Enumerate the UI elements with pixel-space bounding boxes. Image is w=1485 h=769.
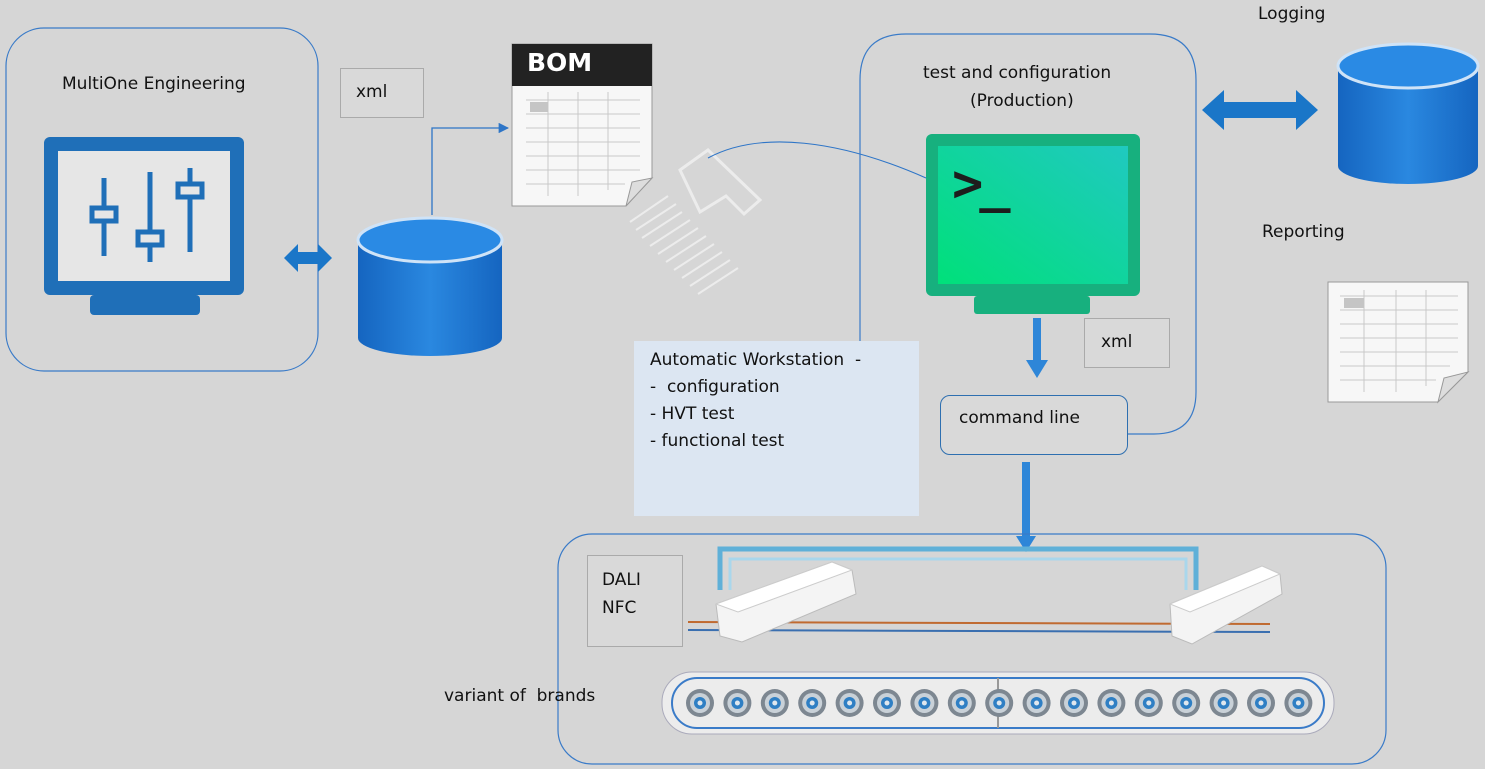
conveyor-roller-icon [760, 689, 789, 717]
conveyor-roller-icon [1134, 689, 1163, 717]
engineering-container [5, 27, 319, 372]
engineering-db-arrow [284, 244, 332, 272]
production-container [859, 33, 1197, 435]
barcode-scanner-icon [629, 148, 763, 295]
conveyor-roller-icon [873, 689, 901, 717]
logging-database-icon [1336, 42, 1480, 184]
production-title-line2: (Production) [970, 91, 1074, 111]
workstation-line-1: Automatic Workstation - [650, 350, 862, 370]
conveyor-roller-icon [1172, 689, 1201, 717]
workstation-line-4: - functional test [650, 431, 785, 451]
conveyor-roller-icon [947, 689, 976, 717]
conveyor-roller-icon [835, 689, 864, 717]
engineering-xml-label: xml [340, 68, 424, 118]
conveyor-roller-icon [1097, 689, 1126, 717]
reporting-label: Reporting [1262, 222, 1345, 242]
production-line-container [557, 533, 1387, 765]
conveyor-roller-icon [1209, 689, 1238, 717]
conveyor-roller-icon [723, 689, 752, 717]
led-driver-left-icon [714, 561, 857, 643]
bom-document-icon [511, 43, 654, 207]
led-driver-right-icon [1168, 565, 1283, 645]
production-xml-label: xml [1084, 318, 1170, 368]
conveyor-roller-icon [1060, 689, 1088, 717]
production-title-line1: test and configuration [923, 63, 1112, 83]
conveyor-roller-icon [985, 689, 1014, 717]
terminal-prompt: >_ [952, 154, 1011, 214]
conveyor-belt-icon [661, 671, 1335, 735]
db-to-bom-connector [431, 122, 510, 215]
logging-arrow [1202, 90, 1318, 130]
protocol-nfc: NFC [602, 598, 637, 618]
protocols-box: DALI NFC [587, 555, 683, 647]
terminal-monitor-icon [926, 134, 1140, 314]
conveyor-roller-icon [1247, 689, 1275, 717]
engineering-database-icon [356, 216, 504, 356]
engineering-title: MultiOne Engineering [62, 74, 246, 94]
conveyor-roller-icon [798, 689, 827, 717]
protocol-dali: DALI [602, 570, 641, 590]
mixer-monitor-icon [44, 137, 244, 315]
workstation-note: Automatic Workstation - - configuration … [634, 341, 919, 516]
dali-bus [717, 546, 1199, 590]
terminal-to-cmd-arrow [1026, 318, 1048, 378]
conveyor-roller-icon [1022, 689, 1051, 717]
command-line-label: command line [940, 395, 1128, 455]
variants-label: variant of brands [444, 686, 596, 706]
workstation-line-2: - configuration [650, 377, 780, 397]
conveyor-roller-icon [1284, 689, 1313, 717]
scanner-cable [707, 141, 927, 179]
conveyor-roller-icon [686, 689, 714, 717]
bom-label: BOM [527, 48, 593, 77]
report-document-icon [1327, 281, 1470, 404]
cmd-to-line-arrow [1016, 462, 1036, 552]
conveyor-roller-icon [910, 689, 939, 717]
workstation-line-3: - HVT test [650, 404, 735, 424]
logging-label: Logging [1258, 4, 1326, 24]
